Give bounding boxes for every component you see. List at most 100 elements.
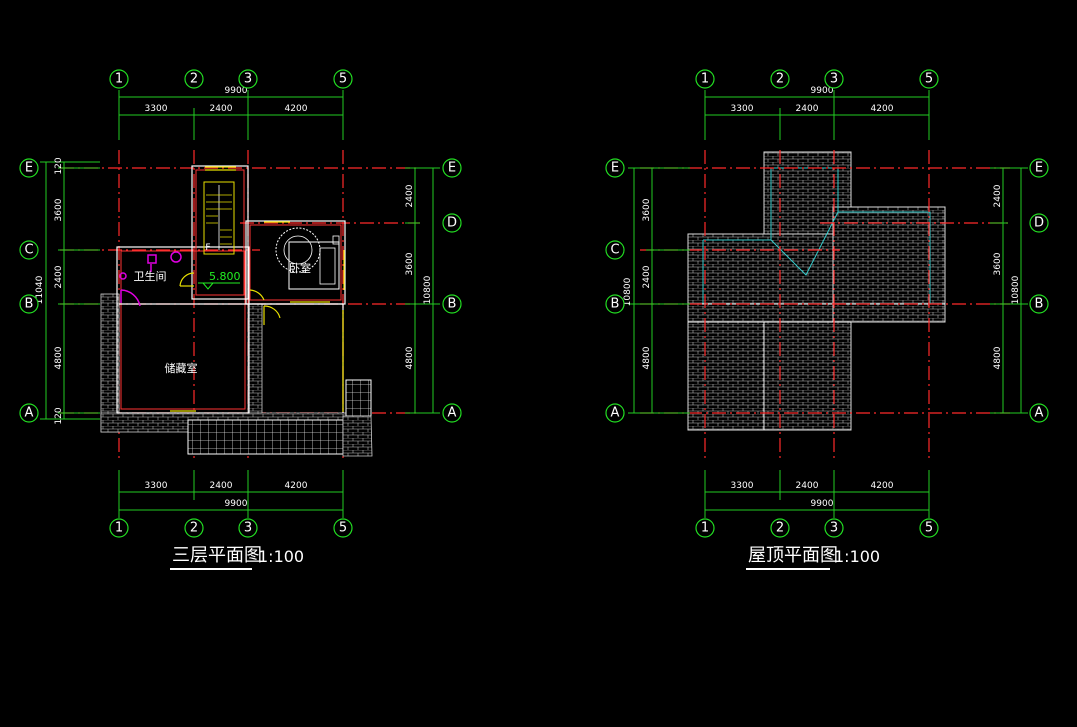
dim-left-2400: 2400 <box>54 265 64 288</box>
plan-title-left: 三层平面图 <box>172 545 262 566</box>
roof-dim-span-2-bottom: 2400 <box>796 481 819 491</box>
roof-bubble-3-bottom: 3 <box>830 521 838 536</box>
plan-scale-right: 1:100 <box>834 547 880 566</box>
dim-span-3-top: 4200 <box>285 104 308 114</box>
roof-dim-span-1-top: 3300 <box>731 104 754 114</box>
roof-ridges <box>688 167 945 430</box>
roof-bubble-D-right: D <box>1034 216 1044 231</box>
dim-left-total: 11040 <box>35 275 45 304</box>
windows-doors <box>170 166 345 412</box>
bubble-B-right: B <box>448 297 457 312</box>
room-label-storage: 储藏室 <box>165 361 198 375</box>
dim-span-3-bottom: 4200 <box>285 481 308 491</box>
roof-bubble-B-right: B <box>1035 297 1044 312</box>
roof-top-dimensions: 9900 3300 2400 4200 <box>704 86 930 140</box>
third-floor-plan: 9900 3300 2400 4200 3300 2400 4200 9900 <box>19 69 462 570</box>
roof-bubble-3-top: 3 <box>830 72 838 87</box>
roof-dim-left-2400: 2400 <box>642 265 652 288</box>
roof-dim-right-2400: 2400 <box>993 184 1003 207</box>
bubble-A-right: A <box>448 406 457 421</box>
roof-axis-bubbles-left: E C B A <box>605 158 625 423</box>
eave-tiles-middle <box>247 303 263 414</box>
roof-bubble-5-bottom: 5 <box>925 521 933 536</box>
roof-plan: 9900 3300 2400 4200 3300 2400 4200 9900 … <box>605 69 1049 570</box>
dim-left-4800: 4800 <box>54 346 64 369</box>
bubble-2-bottom: 2 <box>190 521 198 536</box>
roof-dim-span-2-top: 2400 <box>796 104 819 114</box>
roof-bubble-5-top: 5 <box>925 72 933 87</box>
balcony-corner-tiles <box>342 415 373 457</box>
roof-bubble-2-bottom: 2 <box>776 521 784 536</box>
level-value: 5.800 <box>209 270 241 283</box>
roof-bubble-1-bottom: 1 <box>701 521 709 536</box>
stair-mark: F <box>205 243 210 253</box>
bubble-D-right: D <box>447 216 457 231</box>
axis-bubbles-left: E C B A <box>19 158 39 423</box>
roof-axis-bubbles-bottom: 1 2 3 5 <box>695 518 939 538</box>
bubble-3-top: 3 <box>244 72 252 87</box>
plan-scale-left: 1:100 <box>258 547 304 566</box>
roof-bubble-A-left: A <box>611 406 620 421</box>
roof-dim-right-total: 10800 <box>1011 275 1021 304</box>
roof-dim-left-total: 10800 <box>623 277 633 306</box>
roof-dim-right-3600: 3600 <box>993 252 1003 275</box>
bubble-C-left: C <box>24 243 33 258</box>
bubble-5-bottom: 5 <box>339 521 347 536</box>
roof-bubble-A-right: A <box>1035 406 1044 421</box>
bubble-5-top: 5 <box>339 72 347 87</box>
roof-dim-total-bottom: 9900 <box>811 499 834 509</box>
bottom-dimensions: 3300 2400 4200 9900 <box>118 470 344 518</box>
roof-dim-left-4800: 4800 <box>642 346 652 369</box>
roof-left-block <box>687 233 852 431</box>
roof-bubble-E-right: E <box>1035 161 1043 176</box>
dim-total-bottom: 9900 <box>225 499 248 509</box>
dim-left-120-bottom: 120 <box>54 407 64 424</box>
staircase: F <box>203 181 235 255</box>
balcony-railing <box>187 419 344 455</box>
dim-right-3600: 3600 <box>405 252 415 275</box>
room-label-bedroom: 卧室 <box>289 261 311 275</box>
roof-left-dimensions: 10800 3600 2400 4800 <box>623 167 690 414</box>
bedroom-furniture <box>275 227 340 290</box>
roof-bubble-C-left: C <box>610 243 619 258</box>
dim-span-2-top: 2400 <box>210 104 233 114</box>
right-dimensions: 2400 3600 4800 10800 <box>405 167 440 414</box>
dim-left-3600: 3600 <box>54 198 64 221</box>
walls <box>116 165 346 414</box>
bubble-2-top: 2 <box>190 72 198 87</box>
roof-dim-right-4800: 4800 <box>993 346 1003 369</box>
bubble-3-bottom: 3 <box>244 521 252 536</box>
roof-bubble-B-left: B <box>611 297 620 312</box>
roof-right-dimensions: 2400 3600 4800 10800 <box>990 167 1028 414</box>
roof-axis-bubbles-right: E D B A <box>1029 158 1049 423</box>
dim-span-1-bottom: 3300 <box>145 481 168 491</box>
roof-axis-bubbles-top: 1 2 3 5 <box>695 69 939 89</box>
dim-total-top: 9900 <box>225 86 248 96</box>
eave-tiles-left <box>100 293 120 433</box>
axis-bubbles-bottom: 1 2 3 5 <box>109 518 353 538</box>
bubble-E-right: E <box>448 161 456 176</box>
roof-bottom-dimensions: 3300 2400 4200 9900 <box>704 470 930 518</box>
left-dimensions: 11040 120 3600 2400 4800 120 <box>35 157 100 425</box>
roof-dim-left-3600: 3600 <box>642 198 652 221</box>
dim-right-2400: 2400 <box>405 184 415 207</box>
dim-span-1-top: 3300 <box>145 104 168 114</box>
plan-title-right: 屋顶平面图 <box>748 545 838 566</box>
roof-dim-span-1-bottom: 3300 <box>731 481 754 491</box>
top-dimensions: 9900 3300 2400 4200 <box>118 86 344 140</box>
level-marker: 5.800 <box>198 270 241 290</box>
room-label-bathroom: 卫生间 <box>134 269 167 283</box>
roof-bubble-1-top: 1 <box>701 72 709 87</box>
roof-dim-span-3-bottom: 4200 <box>871 481 894 491</box>
bubble-1-bottom: 1 <box>115 521 123 536</box>
dim-left-120-top: 120 <box>54 157 64 174</box>
axis-bubbles-top: 1 2 3 5 <box>109 69 353 89</box>
roof-bubble-E-left: E <box>611 161 619 176</box>
bubble-E-left: E <box>25 161 33 176</box>
roof-dim-total-top: 9900 <box>811 86 834 96</box>
balcony-railing-side <box>345 379 372 417</box>
axis-bubbles-right: E D B A <box>442 158 462 423</box>
roof-right-block <box>832 206 946 323</box>
dim-right-total: 10800 <box>423 275 433 304</box>
